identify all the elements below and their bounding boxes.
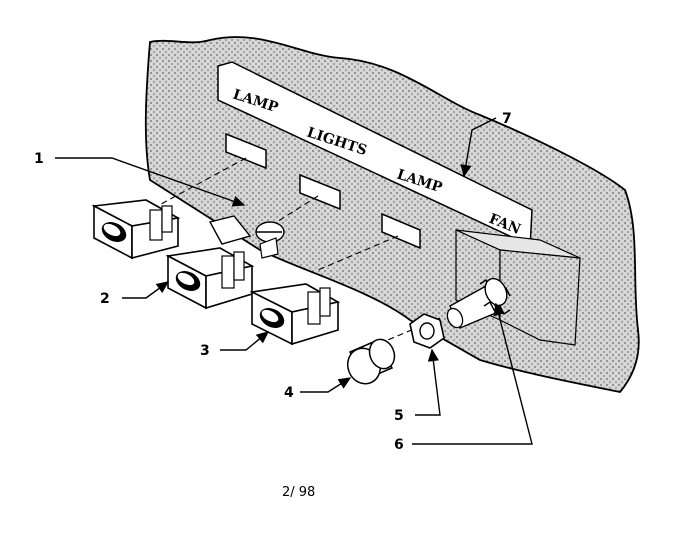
rocker-switch-1 (91, 199, 181, 260)
fan-knob (346, 338, 396, 385)
lamp-bulb (208, 215, 285, 259)
callout-2: 2 (100, 291, 110, 307)
switch-cutout-1 (225, 132, 267, 170)
switch-cutout-3 (381, 212, 421, 250)
callout-6: 6 (394, 437, 404, 453)
callout-5: 5 (394, 408, 404, 424)
switch-cutout-2 (299, 173, 341, 211)
rocker-switch-3 (249, 283, 341, 346)
rocker-switch-2 (165, 247, 255, 310)
fan-control-housing (455, 229, 581, 346)
callout-1: 1 (34, 151, 44, 167)
footer-code: 2/ 98 (282, 485, 315, 500)
callout-4: 4 (284, 385, 294, 401)
hex-nut (409, 313, 445, 349)
callout-3: 3 (200, 343, 210, 359)
callout-7: 7 (502, 111, 512, 127)
